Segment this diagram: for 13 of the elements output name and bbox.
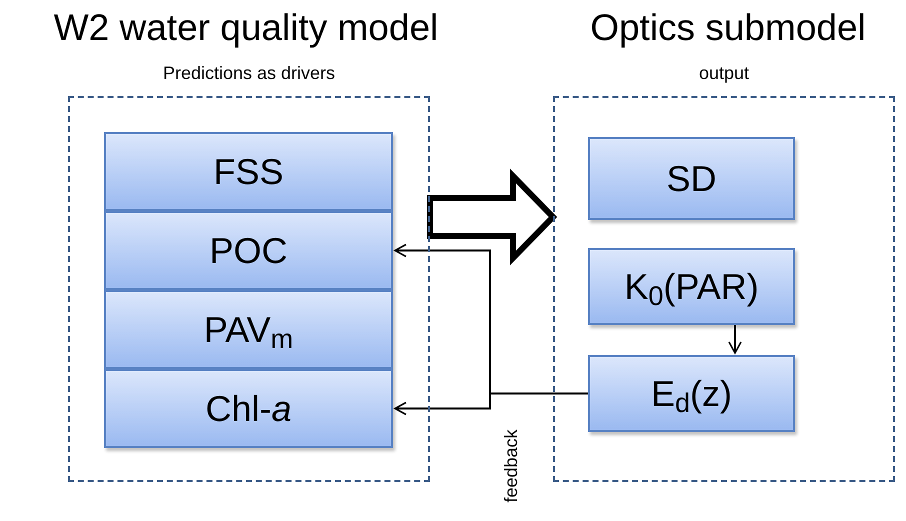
group-title: W2 water quality model: [52, 6, 440, 50]
process-box: PAV$_{m}$: [104, 290, 393, 369]
group-subtitle: output: [698, 62, 750, 85]
block-arrow: [427, 168, 558, 266]
group-subtitle: Predictions as drivers: [162, 62, 336, 85]
arrow: [728, 325, 742, 354]
group-title: Optics submodel: [589, 6, 867, 50]
process-box: SD: [588, 137, 795, 220]
process-box: K$_{0}$(PAR): [588, 248, 795, 325]
process-box: E$_{d}$(z): [588, 355, 795, 432]
process-box: Chl-a: [104, 369, 393, 448]
process-box: FSS: [104, 132, 393, 211]
process-box: POC: [104, 211, 393, 290]
